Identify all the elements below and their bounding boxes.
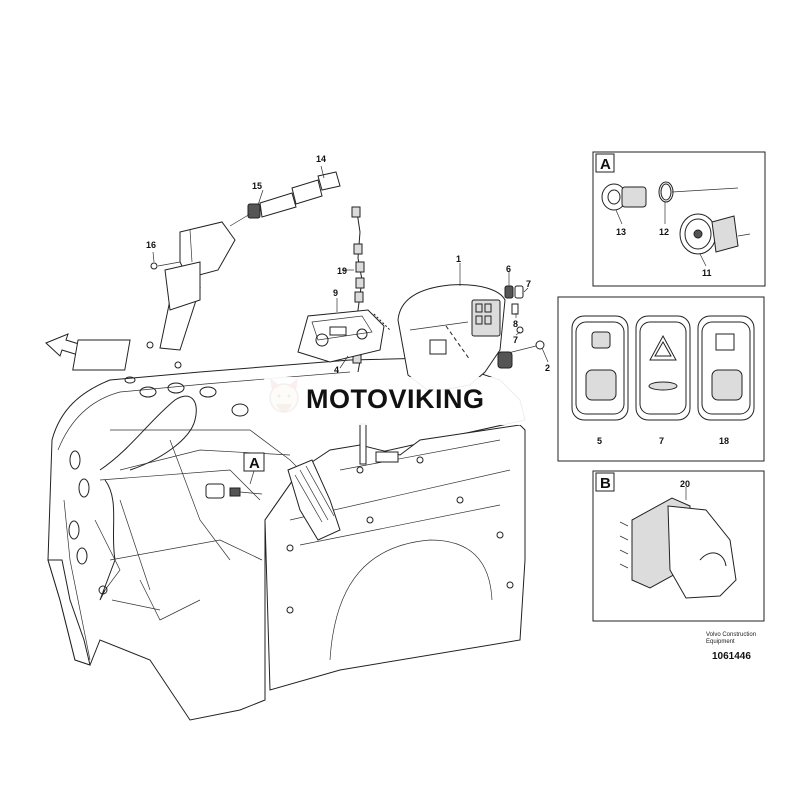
callout-9: 9 [333,288,338,298]
callout-14: 14 [316,154,326,164]
watermark-backdrop [264,377,532,425]
box-letter-a-main: A [249,455,260,472]
callout-13: 13 [616,227,626,237]
leader-lines [152,165,707,500]
center-console [264,423,526,691]
credit-number: 1061446 [712,651,751,662]
box-letter-b: B [600,475,611,492]
switch-detail-panel [557,296,765,462]
callout-7-top: 7 [526,279,531,289]
callout-15: 15 [252,181,262,191]
callout-19: 19 [337,266,347,276]
callout-6: 6 [506,264,511,274]
credit-line-1: Volvo Construction [706,632,757,638]
callout-7-mid: 7 [513,335,518,345]
callout-12: 12 [659,227,669,237]
callout-20: 20 [680,479,690,489]
harness-19 [351,206,365,373]
callout-7-switch: 7 [659,436,664,446]
callout-1: 1 [456,254,461,264]
steering-column [72,221,236,371]
detail-box-a-socket [592,151,766,287]
credit-company: Volvo Construction Equipment [706,632,756,646]
dashboard-frame [47,357,526,721]
watermark-brand: MOTOVIKING [306,384,485,414]
lever-assembly [229,171,341,227]
credit-line-2: Equipment [706,639,735,645]
detail-box-b-rocker [592,470,765,622]
callout-16: 16 [146,240,156,250]
callout-labels: 14 15 16 19 1 6 7 9 8 7 2 4 13 12 11 5 7… [146,154,729,489]
callout-4: 4 [334,365,339,375]
callout-5: 5 [597,436,602,446]
dashboard-panel [397,284,545,393]
callout-18: 18 [719,436,729,446]
box-letters: A B A [243,153,615,492]
callout-2: 2 [545,363,550,373]
callout-11: 11 [702,268,712,278]
box-letter-a-top: A [600,156,611,173]
callout-8: 8 [513,319,518,329]
lower-socket [205,483,263,499]
instrument-cluster [297,309,391,363]
